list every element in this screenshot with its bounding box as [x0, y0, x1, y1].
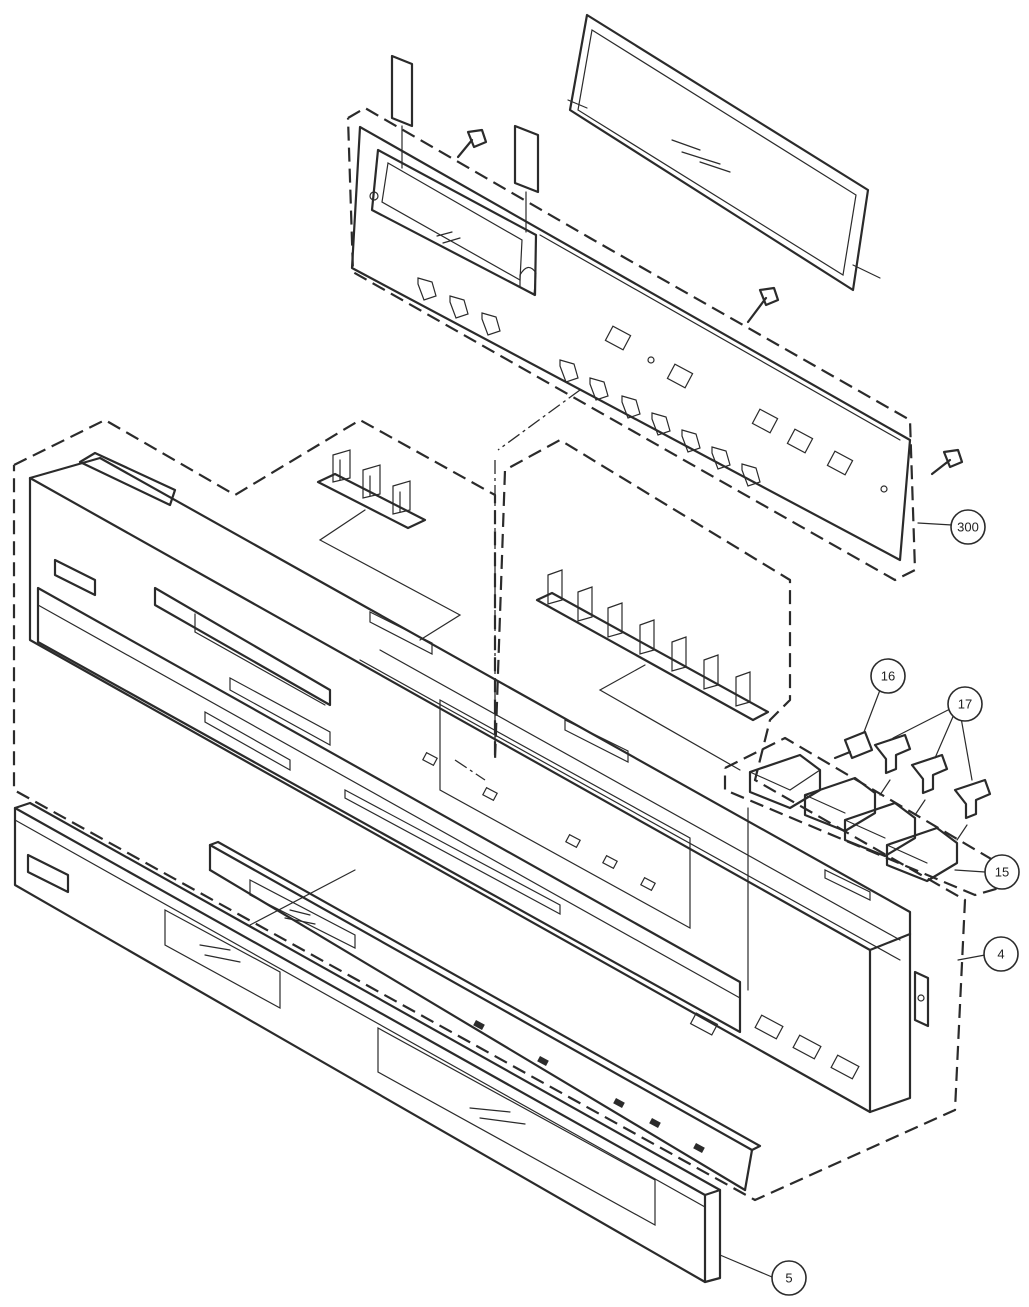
front-panel-4	[28, 451, 930, 1114]
callout-4: 4	[983, 936, 1019, 972]
callout-300: 300	[950, 509, 986, 545]
panel-film	[208, 840, 762, 1192]
callout-300-label: 300	[957, 520, 979, 535]
display-pcb-300	[346, 54, 964, 582]
key-buttons-group	[723, 689, 1012, 991]
callout-17-label: 17	[958, 697, 972, 712]
callout-16: 16	[870, 658, 906, 694]
callout-4-label: 4	[997, 947, 1004, 962]
callout-17: 17	[947, 686, 983, 722]
button-holder-3key	[316, 449, 462, 641]
callout-5-label: 5	[785, 1271, 792, 1286]
front-cover-5	[13, 801, 773, 1284]
callout-5: 5	[771, 1260, 807, 1296]
panel-4-assembly-outline	[12, 418, 967, 1202]
callout-15: 15	[984, 854, 1020, 890]
callout-15-label: 15	[995, 865, 1009, 880]
callout-16-label: 16	[881, 669, 895, 684]
button-holder-7key	[535, 569, 770, 771]
lcd-glass-panel	[567, 13, 881, 292]
